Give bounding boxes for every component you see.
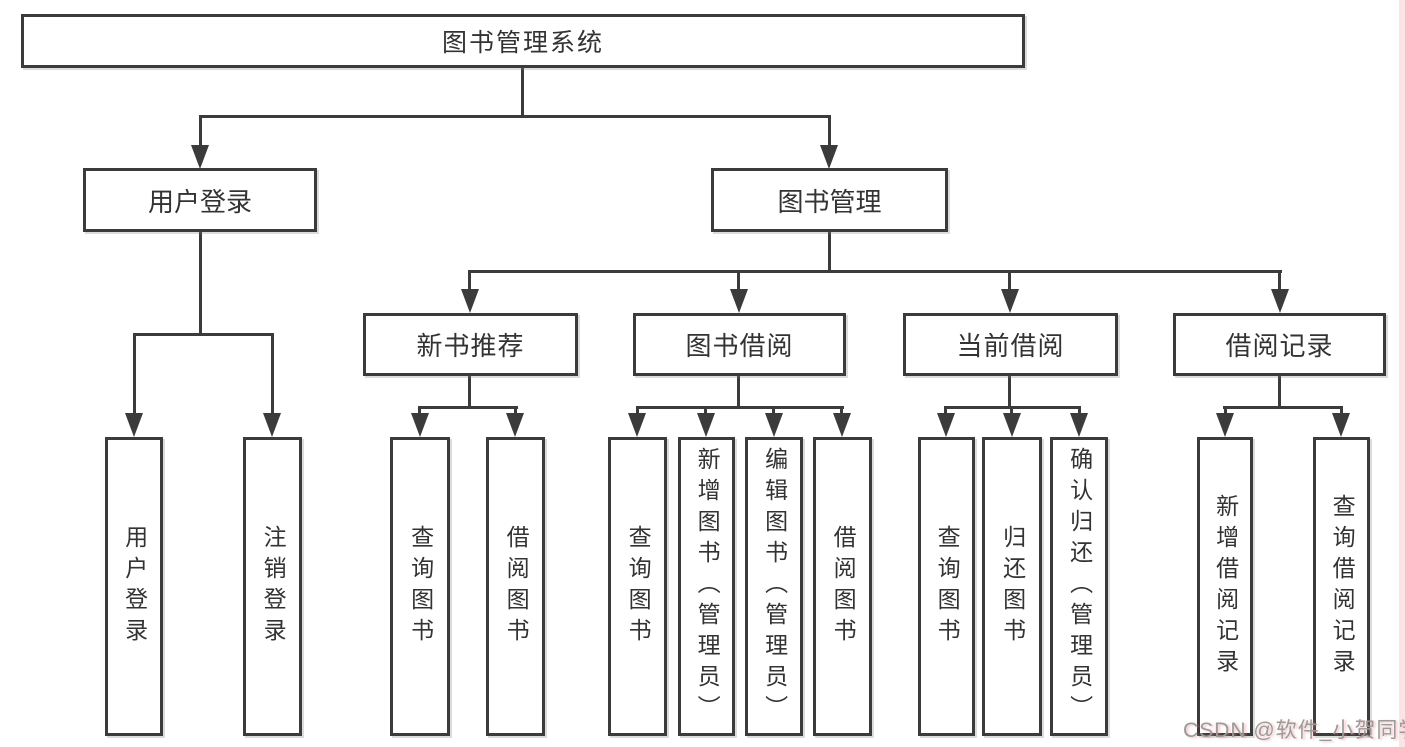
leaf-borrow-edit-books-admin: 编辑图书（管理员） — [745, 437, 803, 736]
arrow-down-icon — [937, 413, 955, 437]
connector-line — [840, 406, 843, 415]
connector-line — [828, 115, 831, 147]
connector-line — [704, 406, 707, 415]
connector-line — [1224, 406, 1227, 415]
right-edge-tint — [1399, 0, 1405, 747]
arrow-down-icon — [461, 289, 479, 313]
arrow-down-icon — [1271, 289, 1289, 313]
connector-line — [1078, 406, 1081, 415]
arrow-down-icon — [697, 413, 715, 437]
connector-line — [944, 406, 947, 415]
leaf-logout: 注销登录 — [243, 437, 302, 736]
leaf-label: 查询图书 — [407, 524, 434, 649]
csdn-watermark: CSDN @软件_小贺同学 — [1183, 719, 1405, 742]
arrow-down-icon — [820, 145, 838, 169]
node-new-book-recommendation: 新书推荐 — [363, 313, 578, 376]
connector-line — [772, 406, 775, 415]
leaf-label: 新增借阅记录 — [1212, 493, 1239, 680]
leaf-label: 注销登录 — [260, 524, 287, 649]
leaf-current-confirm-return-admin: 确认归还（管理员） — [1050, 437, 1108, 736]
leaf-records-add-borrow-record: 新增借阅记录 — [1197, 437, 1253, 736]
leaf-label: 用户登录 — [121, 524, 148, 649]
node-label: 图书管理系统 — [441, 29, 604, 57]
leaf-label: 借阅图书 — [830, 524, 857, 649]
connector-line — [133, 333, 136, 413]
connector-line — [1010, 406, 1013, 415]
leaf-label: 归还图书 — [999, 524, 1026, 649]
node-label: 当前借阅 — [956, 331, 1065, 361]
arrow-down-icon — [506, 413, 524, 437]
leaf-recommend-query-books: 查询图书 — [390, 437, 450, 736]
connector-line — [636, 406, 639, 415]
node-library-management-system: 图书管理系统 — [21, 14, 1025, 68]
connector-line — [1008, 376, 1011, 408]
connector-line — [1278, 376, 1281, 408]
connector-line — [468, 270, 471, 291]
leaf-current-return-books: 归还图书 — [982, 437, 1042, 736]
arrow-down-icon — [125, 413, 143, 437]
node-book-management: 图书管理 — [711, 168, 948, 232]
connector-line — [1008, 270, 1011, 291]
leaf-user-login: 用户登录 — [105, 437, 163, 736]
leaf-records-query-borrow-record: 查询借阅记录 — [1313, 437, 1370, 736]
connector-line — [199, 115, 831, 118]
connector-line — [199, 232, 202, 336]
leaf-label: 查询图书 — [625, 524, 652, 649]
connector-line — [418, 406, 518, 409]
arrow-down-icon — [730, 289, 748, 313]
arrow-down-icon — [1070, 413, 1088, 437]
connector-line — [828, 232, 831, 273]
connector-line — [514, 406, 517, 415]
connector-line — [133, 333, 274, 336]
arrow-down-icon — [765, 413, 783, 437]
leaf-borrow-borrow-books: 借阅图书 — [813, 437, 872, 736]
node-label: 图书借阅 — [685, 331, 794, 361]
arrow-down-icon — [833, 413, 851, 437]
leaf-label: 确认归还（管理员） — [1066, 447, 1093, 726]
node-label: 图书管理 — [777, 186, 882, 217]
leaf-recommend-borrow-books: 借阅图书 — [486, 437, 545, 736]
arrow-down-icon — [411, 413, 429, 437]
leaf-label: 查询借阅记录 — [1329, 493, 1356, 680]
node-borrowing-records: 借阅记录 — [1173, 313, 1386, 376]
arrow-down-icon — [191, 145, 209, 169]
leaf-borrow-add-books-admin: 新增图书（管理员） — [678, 437, 735, 736]
node-label: 新书推荐 — [416, 331, 525, 361]
node-label: 借阅记录 — [1225, 331, 1334, 361]
connector-line — [468, 270, 1282, 273]
node-book-borrowing: 图书借阅 — [633, 313, 846, 376]
connector-line — [737, 376, 740, 408]
arrow-down-icon — [1216, 413, 1234, 437]
arrow-down-icon — [628, 413, 646, 437]
node-user-login: 用户登录 — [83, 168, 317, 232]
leaf-label: 新增图书（管理员） — [694, 447, 721, 726]
node-label: 用户登录 — [147, 186, 252, 217]
arrow-down-icon — [1001, 289, 1019, 313]
leaf-borrow-query-books: 查询图书 — [608, 437, 667, 736]
arrow-down-icon — [1003, 413, 1021, 437]
arrow-down-icon — [1332, 413, 1350, 437]
leaf-current-query-books: 查询图书 — [918, 437, 975, 736]
leaf-label: 借阅图书 — [503, 524, 530, 649]
connector-line — [271, 333, 274, 413]
connector-line — [1223, 406, 1343, 409]
connector-line — [636, 406, 844, 409]
connector-line — [468, 376, 471, 408]
connector-line — [1278, 270, 1281, 291]
connector-line — [1340, 406, 1343, 415]
leaf-label: 查询图书 — [934, 524, 961, 649]
connector-line — [737, 270, 740, 291]
connector-line — [521, 68, 524, 117]
connector-line — [418, 406, 421, 415]
node-current-borrowing: 当前借阅 — [903, 313, 1118, 376]
arrow-down-icon — [263, 413, 281, 437]
leaf-label: 编辑图书（管理员） — [761, 447, 788, 726]
connector-line — [199, 115, 202, 147]
